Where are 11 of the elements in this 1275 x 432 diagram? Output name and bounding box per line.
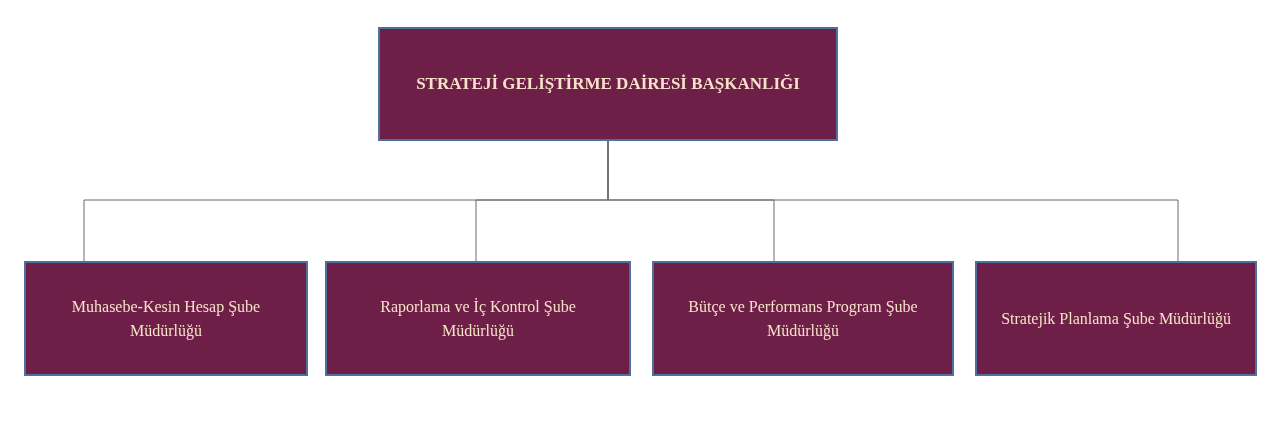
branch-box	[24, 261, 308, 376]
connector-line	[607, 140, 1179, 262]
branch-title: Stratejik Planlama Şube Müdürlüğü	[1001, 308, 1231, 330]
branch-title: Bütçe ve Performans Program Şube Müdürlüğü	[688, 297, 918, 342]
branch-title: Muhasebe-Kesin Hesap Şube Müdürlüğü	[70, 297, 262, 342]
branch-box	[325, 261, 631, 376]
department-box	[378, 27, 838, 141]
branch-box	[975, 261, 1257, 376]
branch-title: Raporlama ve İç Kontrol Şube Müdürlüğü	[379, 297, 577, 342]
department-title: STRATEJİ GELİŞTİRME DAİRESİ BAŞKANLIĞI	[416, 72, 800, 95]
branch-box	[652, 261, 954, 376]
